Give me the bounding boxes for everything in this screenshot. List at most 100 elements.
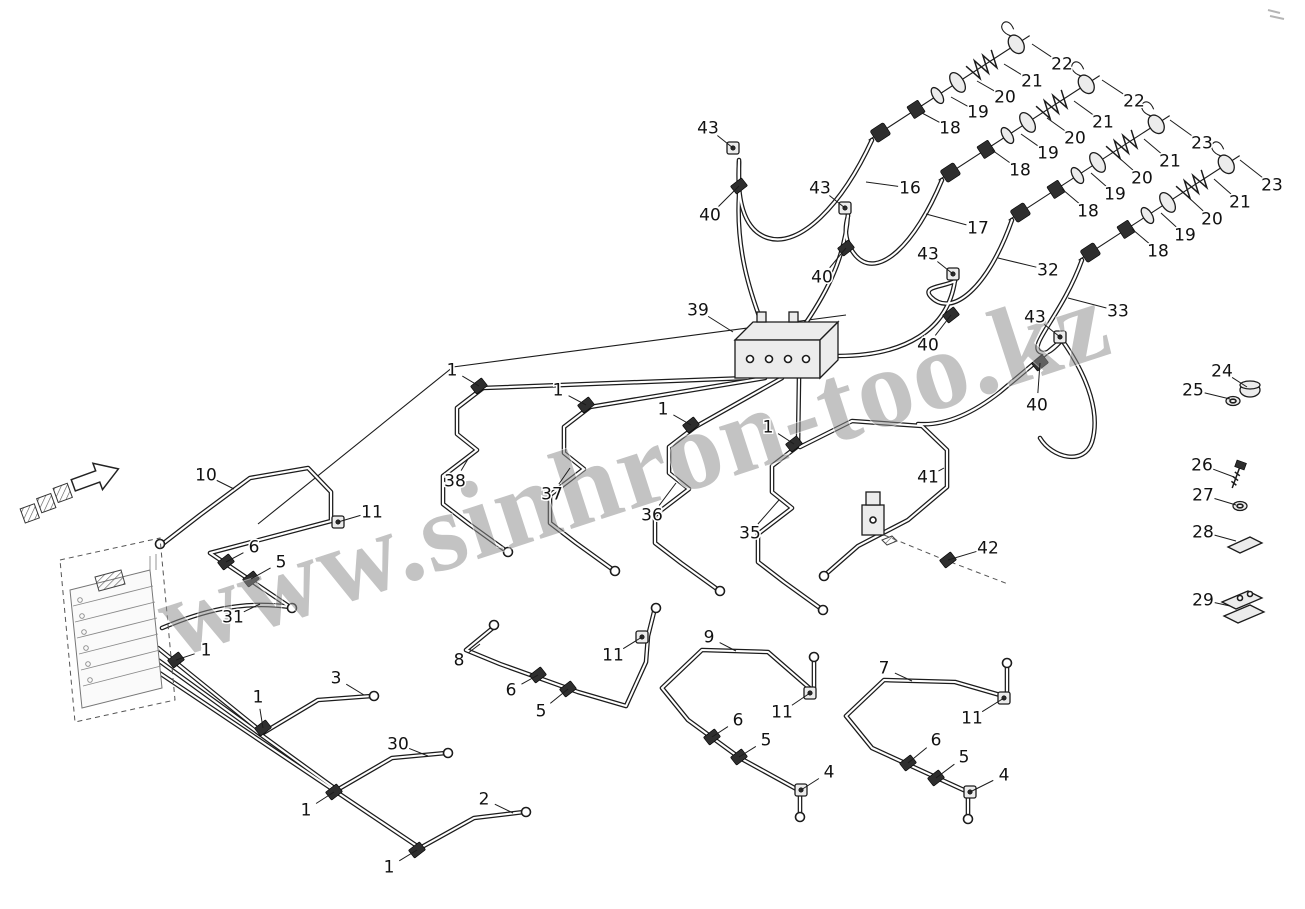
part-number-1: 1: [301, 801, 312, 821]
part-number-5: 5: [536, 702, 547, 722]
leader-line: [829, 247, 847, 269]
leader-line: [937, 261, 954, 275]
clamp-29: [1220, 590, 1266, 624]
leader-line: [1186, 195, 1204, 212]
leader-line: [398, 849, 418, 862]
leader-line: [337, 514, 361, 523]
part-number-10: 10: [195, 466, 217, 486]
leader-line: [1231, 377, 1248, 388]
leader-line: [1239, 159, 1263, 179]
leader-line: [175, 653, 195, 661]
leader-line: [1020, 133, 1039, 147]
leader-line: [865, 181, 899, 187]
leader-line: [568, 395, 587, 406]
callouts: 2221201918222120191823212019182321201918…: [175, 43, 1284, 879]
leader-line: [829, 195, 846, 209]
part-number-22: 22: [1051, 55, 1073, 75]
manifold-block: [733, 311, 840, 380]
part-number-9: 9: [704, 628, 715, 648]
leader-line: [1003, 63, 1023, 76]
part-number-5: 5: [276, 553, 287, 573]
leader-line: [250, 567, 271, 580]
part-number-2: 2: [479, 790, 490, 810]
part-number-43: 43: [1024, 308, 1046, 328]
part-number-43: 43: [697, 119, 719, 139]
leader-line: [938, 467, 945, 472]
plate-28: [1226, 536, 1264, 554]
part-number-18: 18: [939, 119, 961, 139]
part-number-7: 7: [879, 659, 890, 679]
part-number-27: 27: [1192, 486, 1214, 506]
leader-line: [981, 697, 1005, 713]
part-number-1: 1: [384, 858, 395, 878]
part-number-6: 6: [733, 711, 744, 731]
part-number-40: 40: [811, 268, 833, 288]
leader-line: [719, 642, 737, 652]
leader-line: [894, 672, 913, 682]
leader-line: [1046, 117, 1066, 132]
leader-line: [494, 803, 514, 814]
leader-line: [947, 550, 977, 561]
leader-line: [777, 433, 795, 445]
part-number-37: 37: [541, 485, 563, 505]
part-number-19: 19: [1104, 185, 1126, 205]
leader-line: [997, 257, 1037, 268]
leader-line: [1037, 362, 1041, 394]
part-number-16: 16: [899, 179, 921, 199]
leader-line: [1073, 100, 1094, 116]
leader-line: [315, 791, 335, 804]
leader-line: [622, 636, 643, 650]
part-number-1: 1: [763, 418, 774, 438]
part-number-6: 6: [249, 538, 260, 558]
part-number-35: 35: [739, 524, 761, 544]
part-number-22: 22: [1123, 92, 1145, 112]
leader-line: [934, 314, 952, 336]
corner-mark: [1267, 9, 1285, 20]
part-number-28: 28: [1192, 523, 1214, 543]
leader-line: [707, 315, 734, 333]
part-number-32: 32: [1037, 261, 1059, 281]
part-number-21: 21: [1229, 193, 1251, 213]
group-outline: [257, 314, 847, 525]
part-number-1: 1: [447, 361, 458, 381]
part-number-6: 6: [931, 731, 942, 751]
leader-line: [1204, 392, 1231, 400]
part-number-11: 11: [602, 646, 624, 666]
part-number-26: 26: [1191, 456, 1213, 476]
part-number-21: 21: [1159, 152, 1181, 172]
leader-line: [925, 213, 967, 226]
part-number-39: 39: [687, 301, 709, 321]
leader-line: [216, 479, 235, 490]
nut-24: [1239, 380, 1261, 398]
part-number-43: 43: [917, 245, 939, 265]
leader-line: [791, 692, 811, 706]
part-number-20: 20: [1131, 169, 1153, 189]
part-number-23: 23: [1261, 176, 1283, 196]
part-number-4: 4: [824, 763, 835, 783]
part-number-1: 1: [553, 381, 564, 401]
part-number-40: 40: [1026, 396, 1048, 416]
part-number-18: 18: [1077, 202, 1099, 222]
part-number-21: 21: [1092, 113, 1114, 133]
leader-line: [1116, 155, 1134, 171]
part-number-31: 31: [222, 608, 244, 628]
part-number-40: 40: [917, 336, 939, 356]
control-valve-block: [59, 537, 176, 723]
leader-line: [935, 763, 955, 779]
part-number-24: 24: [1211, 362, 1233, 382]
part-number-17: 17: [967, 219, 989, 239]
leader-line: [718, 185, 740, 207]
leader-line: [1213, 178, 1232, 195]
part-number-40: 40: [699, 206, 721, 226]
part-number-1: 1: [201, 641, 212, 661]
part-number-11: 11: [361, 503, 383, 523]
leader-line: [243, 603, 261, 613]
leader-line: [1160, 212, 1177, 228]
part-number-1: 1: [253, 688, 264, 708]
part-number-4: 4: [999, 766, 1010, 786]
washer-25: [1225, 395, 1241, 407]
fitting-chain-2: [938, 61, 1100, 183]
part-number-19: 19: [967, 103, 989, 123]
